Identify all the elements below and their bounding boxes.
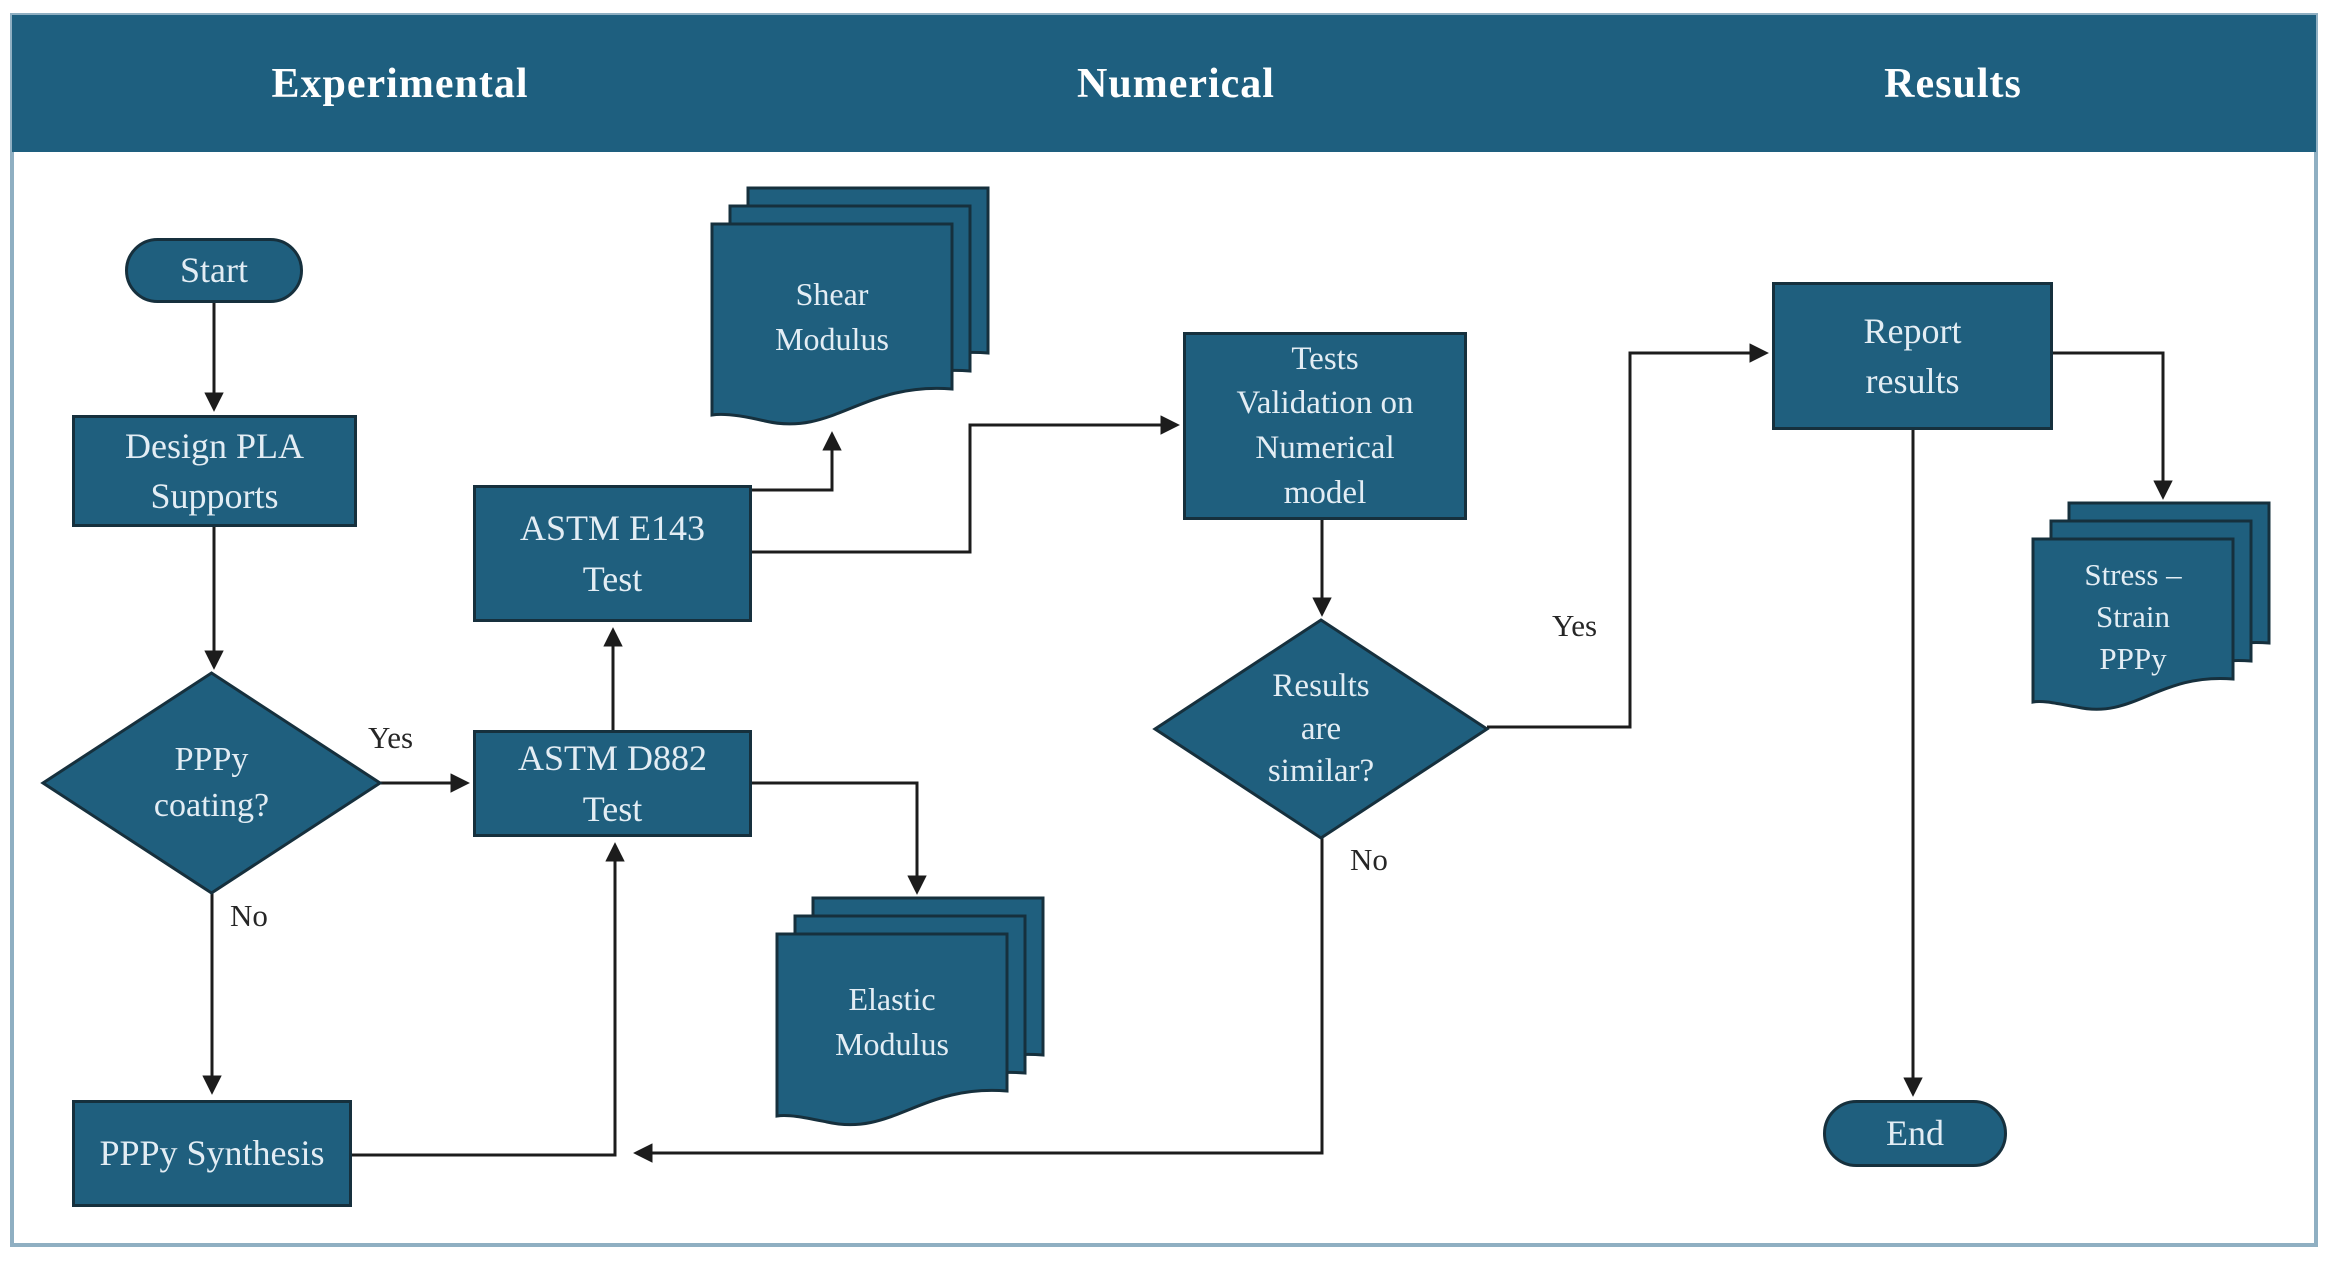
edge-synthesis-to-d882 [352,842,625,1157]
lane-title-experimental: Experimental [271,60,529,107]
start-node: Start [125,238,303,303]
pppy-coating-decision [40,671,383,895]
lane-title-numerical: Numerical [1077,60,1275,107]
astm-d882-test-label: ASTM D882 Test [517,738,708,829]
end-node: End [1823,1100,2007,1167]
document-page [2031,537,2235,711]
document-page [775,932,1009,1127]
stress-strain-documents [2031,501,2271,711]
edge-similar-no-return [633,838,1324,1163]
results-similar-decision [1152,618,1490,840]
coating-yes-label: Yes [368,720,414,755]
report-results-label: Report results [1863,310,1962,401]
tests-validation-label: Tests Validation on Numerical model [1236,340,1414,511]
edge-e143-to-shear [752,431,842,492]
edge-d882-to-elastic [752,781,927,895]
elastic-modulus-documents [775,896,1045,1127]
similar-no-label: No [1350,842,1388,877]
design-pla-supports-label: Design PLA Supports [125,425,304,516]
document-page [710,222,954,426]
diagram-frame [10,13,2318,1247]
report-results-node: Report results [1772,282,2053,430]
tests-validation-node: Tests Validation on Numerical model [1183,332,1467,520]
lane-title-results: Results [1884,60,2022,107]
pppy-synthesis-node: PPPy Synthesis [72,1100,352,1207]
similar-yes-label: Yes [1552,608,1598,643]
end-label: End [1886,1113,1944,1154]
edge-e143-to-validation [752,415,1180,554]
edge-report-to-stress [2053,351,2173,500]
pppy-synthesis-label: PPPy Synthesis [99,1133,325,1174]
start-label: Start [180,250,248,291]
astm-e143-test-node: ASTM E143 Test [473,485,752,622]
coating-no-label: No [230,898,268,933]
astm-d882-test-node: ASTM D882 Test [473,730,752,837]
design-pla-supports-node: Design PLA Supports [72,415,357,527]
astm-e143-test-label: ASTM E143 Test [519,508,705,599]
shear-modulus-documents [710,186,990,426]
edge-similar-yes-to-report [1487,343,1769,729]
swimlane-header: Experimental Numerical Results [12,15,2316,152]
